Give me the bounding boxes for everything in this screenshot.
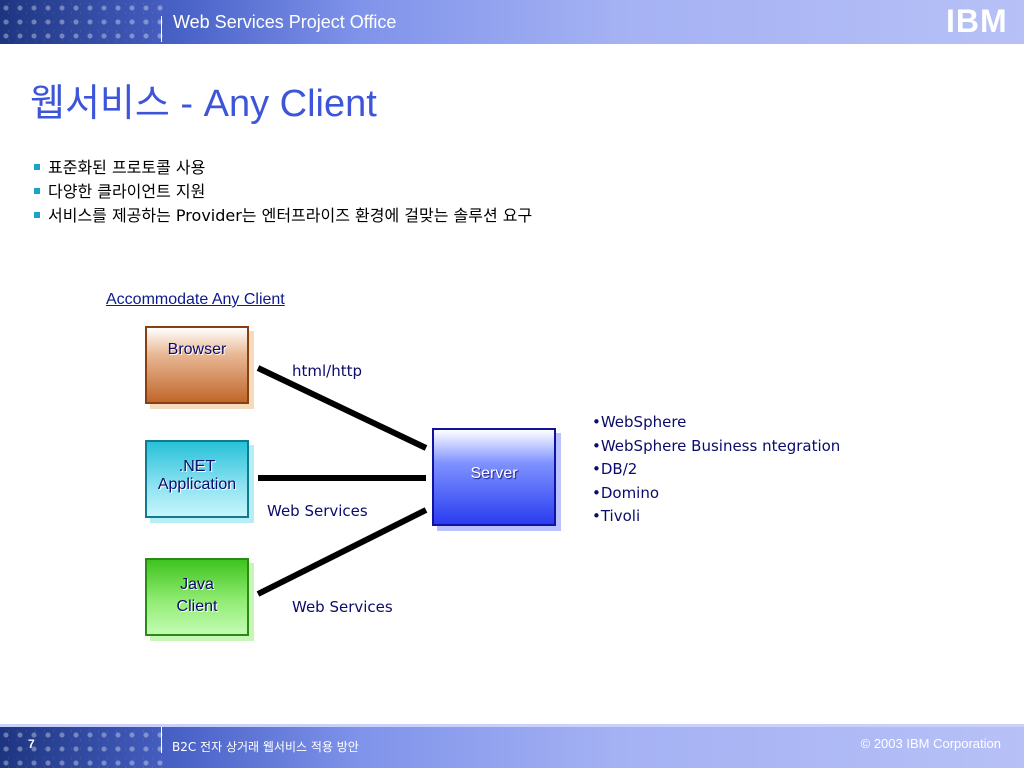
header-title: Web Services Project Office [173,12,397,32]
product-item: •Tivoli [592,507,641,525]
connector-java-server [256,507,428,597]
footer-divider [161,727,162,753]
product-item: •Domino [592,483,660,502]
page-title: 웹서비스 - Any Client [30,83,377,125]
connector-browser-server [256,365,428,451]
footer-subject: B2C 전자 상거래 웹서비스 적용 방안 [172,740,359,754]
java-label-line2: Client [176,598,218,615]
bullet-square-icon [34,211,40,218]
dotnet-label-line2: Application [157,476,237,493]
connection-label-dotnet: Web Services [267,502,368,520]
dotnet-node: .NET Application [145,440,254,523]
bullet-list: 표준화된 프로토콜 사용 다양한 클라이언트 지원 서비스를 제공하는 Prov… [34,156,532,228]
server-label: Server [470,465,518,482]
header-divider [161,16,162,42]
bullet-item: 서비스를 제공하는 Provider는 엔터프라이즈 환경에 걸맞는 솔루션 요… [34,204,532,228]
bullet-square-icon [34,163,40,170]
header-pattern [0,0,165,44]
java-node: Java Client [145,558,254,641]
product-item: •WebSphere Business ntegration [592,436,841,455]
footer-bar: 7 B2C 전자 상거래 웹서비스 적용 방안 © 2003 IBM Corpo… [0,724,1024,768]
connection-label-html: html/http [292,362,363,380]
browser-label: Browser [167,341,227,358]
footer-pattern [0,727,165,768]
browser-node: Browser [145,326,254,409]
bullet-item: 표준화된 프로토콜 사용 [34,156,532,180]
bullet-square-icon [34,187,40,194]
page-number: 7 [28,737,35,751]
header-bar: Web Services Project Office IBM [0,0,1024,44]
ibm-logo: IBM [946,5,1016,37]
java-label-line1: Java [180,576,214,593]
server-product-list: •WebSphere •WebSphere Business ntegratio… [592,411,840,529]
product-item: •WebSphere [592,413,687,431]
dotnet-label-line1: .NET [178,458,216,475]
copyright: © 2003 IBM Corporation [860,736,1001,751]
connection-label-java: Web Services [292,598,393,616]
diagram-heading-link[interactable]: Accommodate Any Client [106,291,285,308]
product-item: •DB/2 [592,460,638,478]
server-node: Server [432,428,561,531]
bullet-item: 다양한 클라이언트 지원 [34,180,532,204]
